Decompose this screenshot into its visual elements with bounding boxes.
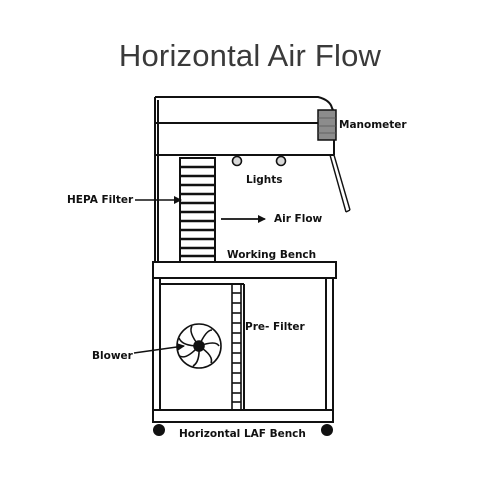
- lower-cabinet: [152, 278, 334, 423]
- label-pre-filter: Pre- Filter: [245, 321, 306, 333]
- label-hepa-filter: HEPA Filter: [67, 194, 134, 206]
- label-working-bench: Working Bench: [227, 249, 316, 261]
- upper-cabinet: [154, 96, 351, 265]
- wheels: [153, 424, 333, 436]
- wheel-left-icon: [153, 424, 165, 436]
- label-horizontal-laf-bench: Horizontal LAF Bench: [179, 428, 306, 440]
- diagram-title: Horizontal Air Flow: [118, 38, 382, 73]
- leader-lines: [133, 196, 266, 354]
- label-blower: Blower: [92, 350, 134, 362]
- wheel-right-icon: [321, 424, 333, 436]
- label-manometer: Manometer: [339, 119, 407, 131]
- lights: [231, 155, 287, 167]
- label-air-flow: Air Flow: [274, 213, 323, 225]
- pre-filter: [231, 284, 242, 410]
- working-bench-top: [152, 261, 337, 279]
- label-lights: Lights: [246, 174, 283, 186]
- manometer: [317, 109, 337, 141]
- hepa-filter: [179, 157, 216, 263]
